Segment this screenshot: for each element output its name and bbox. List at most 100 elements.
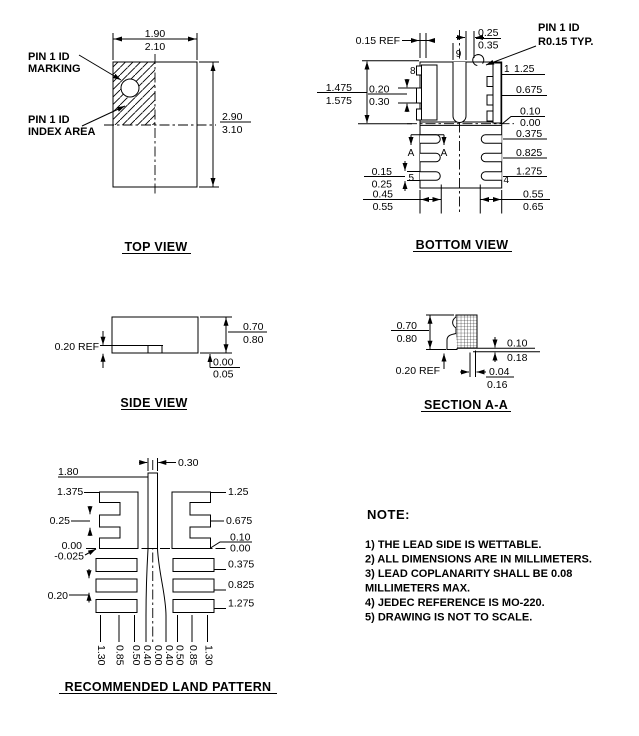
top-view: 1.90 2.10 2.90 3.10 PIN 1 ID MARKING PIN… xyxy=(28,28,251,254)
side-view-details xyxy=(112,345,163,354)
pin-5: 5 xyxy=(408,173,414,184)
side-view: 0.20 REF 0.70 0.80 0.00 0.05 SIDE VIEW xyxy=(55,316,267,410)
bottom-view-leads xyxy=(420,134,502,181)
land-pattern-ruler-lines xyxy=(100,548,208,642)
ruler-label-1: 0.85 xyxy=(114,645,126,666)
edge-ref-dim: 0.15 REF xyxy=(356,35,400,47)
bottom-right-min: 0.55 xyxy=(523,189,544,201)
side-standoff-max: 0.05 xyxy=(213,369,234,381)
note-line-2: 2) ALL DIMENSIONS ARE IN MILLIMETERS. xyxy=(365,554,592,566)
top-width-min: 1.90 xyxy=(145,28,166,40)
section-lead-profile xyxy=(446,316,540,353)
center-pad-land xyxy=(147,472,158,549)
body-dim-max: 1.575 xyxy=(326,95,352,107)
note-line-6: 5) DRAWING IS NOT TO SCALE. xyxy=(365,612,532,624)
pad-gap-max: 0.35 xyxy=(478,40,499,52)
section-foot-max: 0.16 xyxy=(487,379,508,391)
pin1-callout-2: R0.15 TYP. xyxy=(538,36,593,48)
land-comb-top: 1.375 xyxy=(57,486,83,498)
pin1-index-label-2: INDEX AREA xyxy=(28,126,95,138)
section-standoff-max: 0.18 xyxy=(507,352,528,364)
note-line-1: 1) THE LEAD SIDE IS WETTABLE. xyxy=(365,539,541,551)
top-view-leaders xyxy=(78,54,126,127)
notes-block: NOTE: 1) THE LEAD SIDE IS WETTABLE. 2) A… xyxy=(365,507,592,624)
lower-lands xyxy=(95,558,215,613)
lead-width-max: 0.25 xyxy=(372,179,393,191)
section-foot-min: 0.04 xyxy=(489,366,510,378)
land-neg-offset: -0.025 xyxy=(54,551,84,563)
bottom-left-min: 0.45 xyxy=(373,189,394,201)
bottom-view-upper-pads xyxy=(416,62,502,124)
pin-8: 8 xyxy=(410,66,416,77)
side-lead-ref: 0.20 REF xyxy=(55,341,99,353)
land-step-min: 0.10 xyxy=(230,532,251,544)
lead-width-min: 0.15 xyxy=(372,166,393,178)
lead-row2-dim: 0.825 xyxy=(516,147,542,159)
land-zero: 0.00 xyxy=(62,540,83,552)
section-aa-title: SECTION A-A xyxy=(424,398,508,412)
notes-heading: NOTE: xyxy=(367,507,410,522)
land-center-len: 1.80 xyxy=(58,466,79,478)
ruler-label-7: 0.85 xyxy=(187,645,199,666)
side-height-max: 0.80 xyxy=(243,334,264,346)
bottom-view-title: BOTTOM VIEW xyxy=(416,238,509,252)
land-pattern: 1.80 0.30 1.375 1.25 0.25 0.675 0.10 0.0… xyxy=(48,457,277,694)
pad-gap-min: 0.25 xyxy=(478,27,499,39)
land-center-width: 0.30 xyxy=(178,457,199,469)
note-line-5: 4) JEDEC REFERENCE IS MO-220. xyxy=(365,597,545,609)
section-dim-lines xyxy=(391,314,514,378)
pin1-id-notch xyxy=(472,54,485,66)
lead-row3-dim: 1.275 xyxy=(516,166,542,178)
section-standoff-min: 0.10 xyxy=(507,338,528,350)
section-cut-marker xyxy=(408,134,447,145)
land-notch: 0.25 xyxy=(50,515,71,527)
lead-row1-dim: 0.375 xyxy=(516,128,542,140)
pin1-index-label-1: PIN 1 ID xyxy=(28,114,70,126)
land-row-0375: 0.375 xyxy=(228,559,254,571)
side-standoff-min: 0.00 xyxy=(213,357,234,369)
side-height-min: 0.70 xyxy=(243,321,264,333)
pin-1: 1 xyxy=(504,64,510,75)
bump-dim-min: 0.20 xyxy=(369,84,390,96)
land-step-max: 0.00 xyxy=(230,543,251,555)
ruler-label-6: 0.50 xyxy=(174,645,186,666)
land-pattern-dim-lines xyxy=(58,458,252,609)
pin-4: 4 xyxy=(504,175,510,186)
top-width-max: 2.10 xyxy=(145,41,166,53)
step-min: 0.10 xyxy=(520,106,541,118)
section-lead-ref: 0.20 REF xyxy=(396,365,440,377)
section-height-max: 0.80 xyxy=(397,333,418,345)
bottom-view: A A xyxy=(317,22,593,252)
section-height-min: 0.70 xyxy=(397,320,418,332)
pin1-length-dim: 1.25 xyxy=(514,63,535,75)
bottom-view-dim-lines xyxy=(317,31,550,214)
ruler-label-4: 0.00 xyxy=(152,645,164,666)
section-lead-body xyxy=(455,314,478,349)
land-row-1275: 1.275 xyxy=(228,598,254,610)
step-max: 0.00 xyxy=(520,117,541,129)
land-pattern-title: RECOMMENDED LAND PATTERN xyxy=(65,680,272,694)
side-view-body xyxy=(111,316,199,354)
top-view-dim-lines xyxy=(112,33,251,188)
top-view-centerlines xyxy=(104,54,216,196)
top-height-min: 2.90 xyxy=(222,111,243,123)
pad-row1-dim: 0.675 xyxy=(516,84,542,96)
bump-dim-max: 0.30 xyxy=(369,96,390,108)
ruler-label-3: 0.40 xyxy=(141,645,153,666)
land-pin1-len: 1.25 xyxy=(228,486,249,498)
right-comb-land xyxy=(171,491,211,549)
section-aa: 0.70 0.80 0.20 REF 0.10 0.18 0.04 0.16 S… xyxy=(391,314,540,412)
pin1-id-marking-circle xyxy=(120,78,140,98)
land-pad-width: 0.20 xyxy=(48,590,69,602)
pin1-marking-label-2: MARKING xyxy=(28,63,81,75)
top-view-title: TOP VIEW xyxy=(124,240,187,254)
side-view-title: SIDE VIEW xyxy=(120,396,187,410)
note-line-4: MILLIMETERS MAX. xyxy=(365,583,470,595)
ruler-label-5: 0.40 xyxy=(163,645,175,666)
pin1-callout-1: PIN 1 ID xyxy=(538,22,580,34)
section-label-right: A xyxy=(441,148,448,159)
pin1-marking-label-1: PIN 1 ID xyxy=(28,51,70,63)
bottom-left-max: 0.55 xyxy=(373,201,394,213)
